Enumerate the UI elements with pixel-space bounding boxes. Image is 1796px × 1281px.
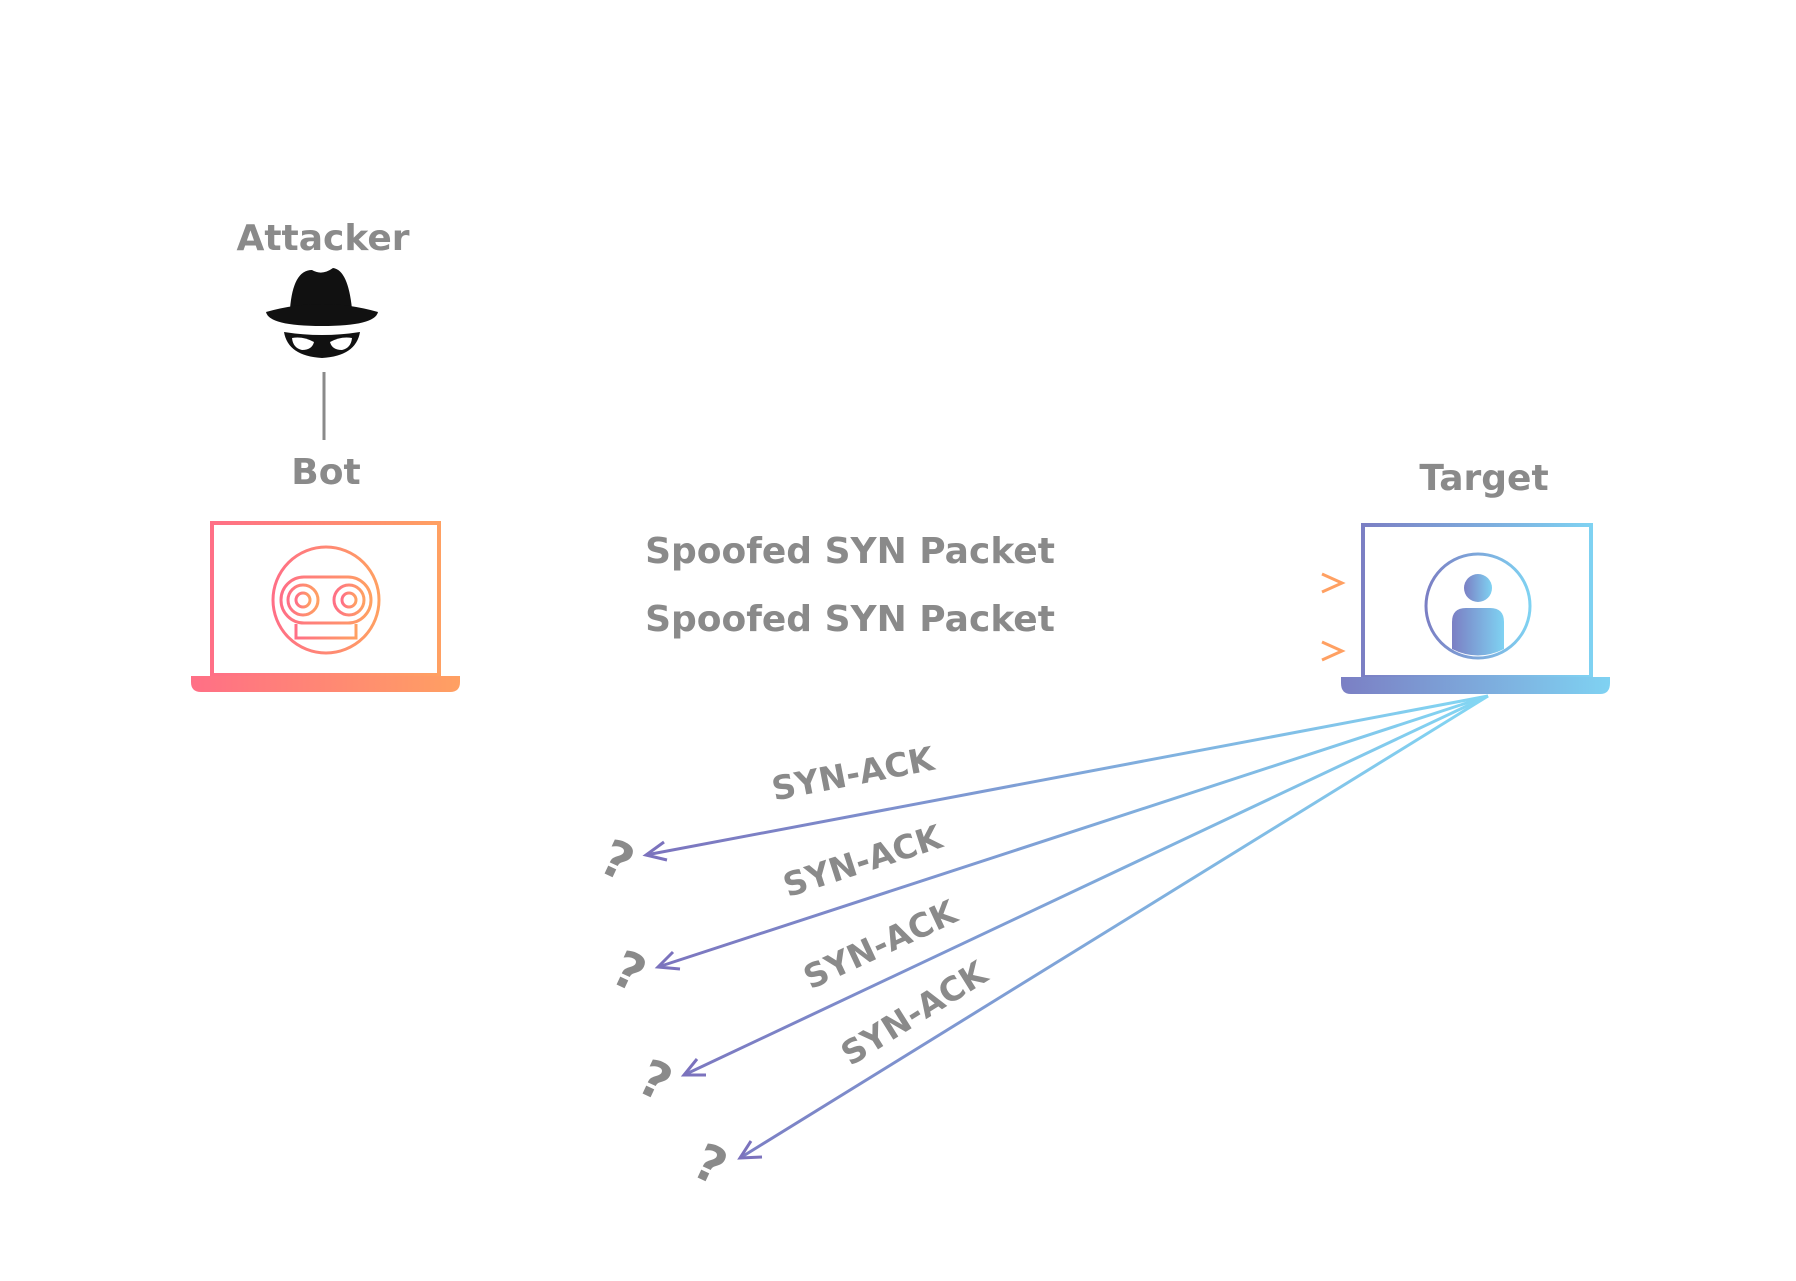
syn-ack-arrow-4 — [737, 694, 1489, 1160]
question-mark-icon: ? — [630, 1048, 681, 1113]
question-mark-icon: ? — [685, 1132, 736, 1197]
syn-ack-arrow-3 — [680, 694, 1489, 1077]
syn-ack-arrow-2 — [654, 694, 1489, 971]
robot-face-icon — [271, 545, 381, 655]
syn-ack-label-2: SYN-ACK — [778, 817, 948, 905]
syn-packet-arrow-1 — [441, 572, 1346, 594]
bot-laptop — [191, 521, 460, 692]
target-label: Target — [1419, 458, 1548, 499]
attacker-icon — [266, 268, 378, 358]
question-mark-icon: ? — [604, 939, 655, 1004]
target-laptop — [1341, 523, 1610, 694]
syn-packet-label-1: Spoofed SYN Packet — [645, 531, 1055, 572]
syn-ack-label-1: SYN-ACK — [768, 739, 938, 809]
user-avatar-icon — [1424, 552, 1532, 660]
syn-ack-arrow-1 — [642, 694, 1489, 862]
syn-packet-arrow-2 — [441, 640, 1346, 662]
syn-packet-label-2: Spoofed SYN Packet — [645, 599, 1055, 640]
bot-label: Bot — [291, 452, 360, 493]
question-mark-icon: ? — [592, 828, 643, 893]
attacker-label: Attacker — [236, 218, 409, 259]
